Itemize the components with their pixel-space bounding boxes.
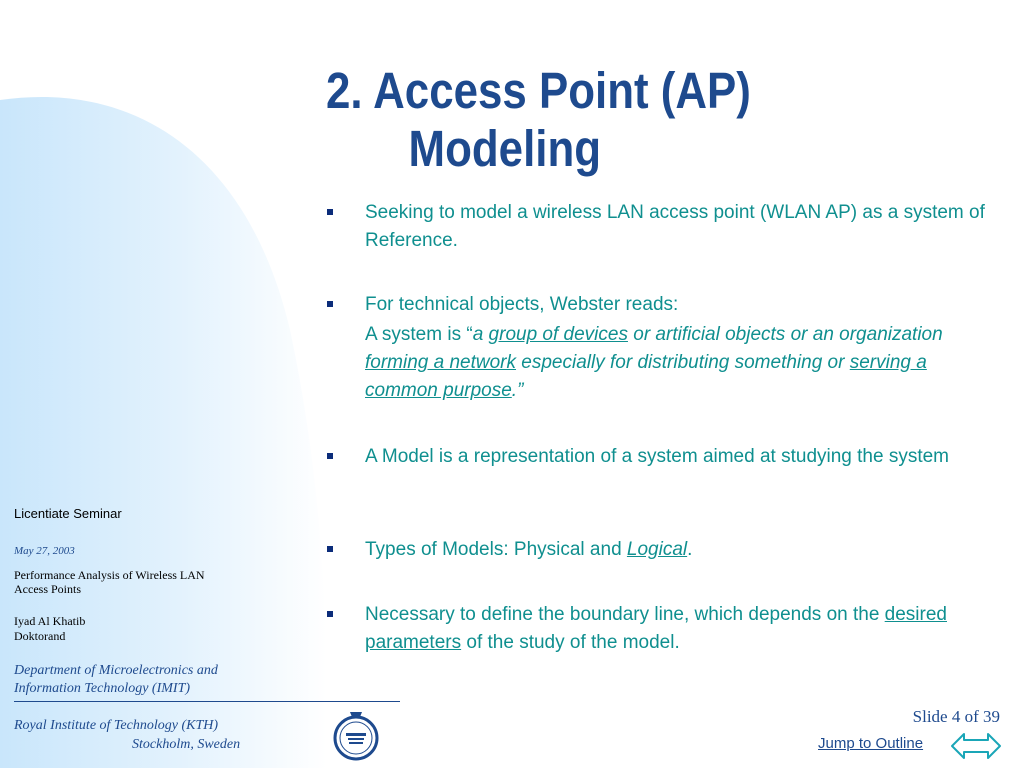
jump-to-outline-link[interactable]: Jump to Outline [818, 735, 924, 752]
slide-title-line2: Modeling [408, 120, 602, 177]
logical-link[interactable]: Logical [626, 539, 688, 560]
paper-title-line2: Access Points [14, 582, 81, 596]
bullet-marker-icon [327, 611, 333, 617]
bullet-marker-icon [327, 301, 333, 307]
department: Department of Microelectronics and Infor… [14, 662, 218, 698]
bullet-text-pre: Types of Models: Physical and [365, 539, 627, 560]
bullet-text: Types of Models: Physical and Logical. [365, 536, 990, 564]
slide-number: Slide 4 of 39 [912, 707, 1000, 726]
slide-title: 2. Access Point (AP) Modeling [326, 62, 911, 178]
quote-part: especially for distributing something or [516, 352, 850, 373]
bullet-text-post: of the study of the model. [461, 632, 680, 653]
paper-title-line1: Performance Analysis of Wireless LAN [14, 568, 205, 582]
kth-seal-icon [333, 712, 379, 761]
bullet-marker-icon [327, 453, 333, 459]
bullet-text: Necessary to define the boundary line, w… [365, 601, 990, 657]
quote-part: a [472, 324, 489, 345]
bullet-text: A Model is a representation of a system … [365, 446, 950, 467]
bullet-marker-icon [327, 209, 333, 215]
desired-parameters-link[interactable]: desired parameters [365, 604, 947, 653]
webster-quote: A system is “a group of devices or artif… [365, 321, 995, 405]
group-of-devices-link[interactable]: group of devices [488, 324, 628, 345]
author-role: Doktorand [14, 629, 66, 643]
forming-a-network-link[interactable]: forming a network [365, 352, 517, 373]
bullet-text: For technical objects, Webster reads: [365, 294, 679, 315]
quote-lead: A system is “ [365, 324, 473, 345]
presentation-date: May 27, 2003 [14, 545, 75, 557]
quote-part: or artificial objects or an organization [627, 324, 943, 345]
author-name: Iyad Al Khatib [14, 614, 86, 628]
institution-line2: Stockholm, Sweden [132, 737, 241, 752]
slide-title-line1: 2. Access Point (AP) [326, 62, 751, 119]
paper-title: Performance Analysis of Wireless LAN Acc… [14, 568, 205, 596]
bullet-text: Seeking to model a wireless LAN access p… [365, 202, 985, 251]
department-line1: Department of Microelectronics and [14, 663, 218, 678]
quote-end: .” [511, 380, 524, 401]
institution: Royal Institute of Technology (KTH) Stoc… [14, 716, 240, 754]
author-info: Iyad Al Khatib Doktorand [14, 614, 85, 644]
bullet-marker-icon [327, 546, 333, 552]
footer-divider [14, 701, 400, 702]
seminar-label: Licentiate Seminar [14, 506, 122, 521]
institution-line1: Royal Institute of Technology (KTH) [14, 718, 219, 733]
department-line2: Information Technology (IMIT) [14, 681, 191, 696]
serving-a-common-purpose-link[interactable]: serving a common purpose [365, 352, 927, 401]
bidirectional-arrow-icon[interactable] [950, 731, 1002, 761]
bullet-text-post: . [687, 539, 693, 560]
bullet-text-pre: Necessary to define the boundary line, w… [365, 604, 885, 625]
